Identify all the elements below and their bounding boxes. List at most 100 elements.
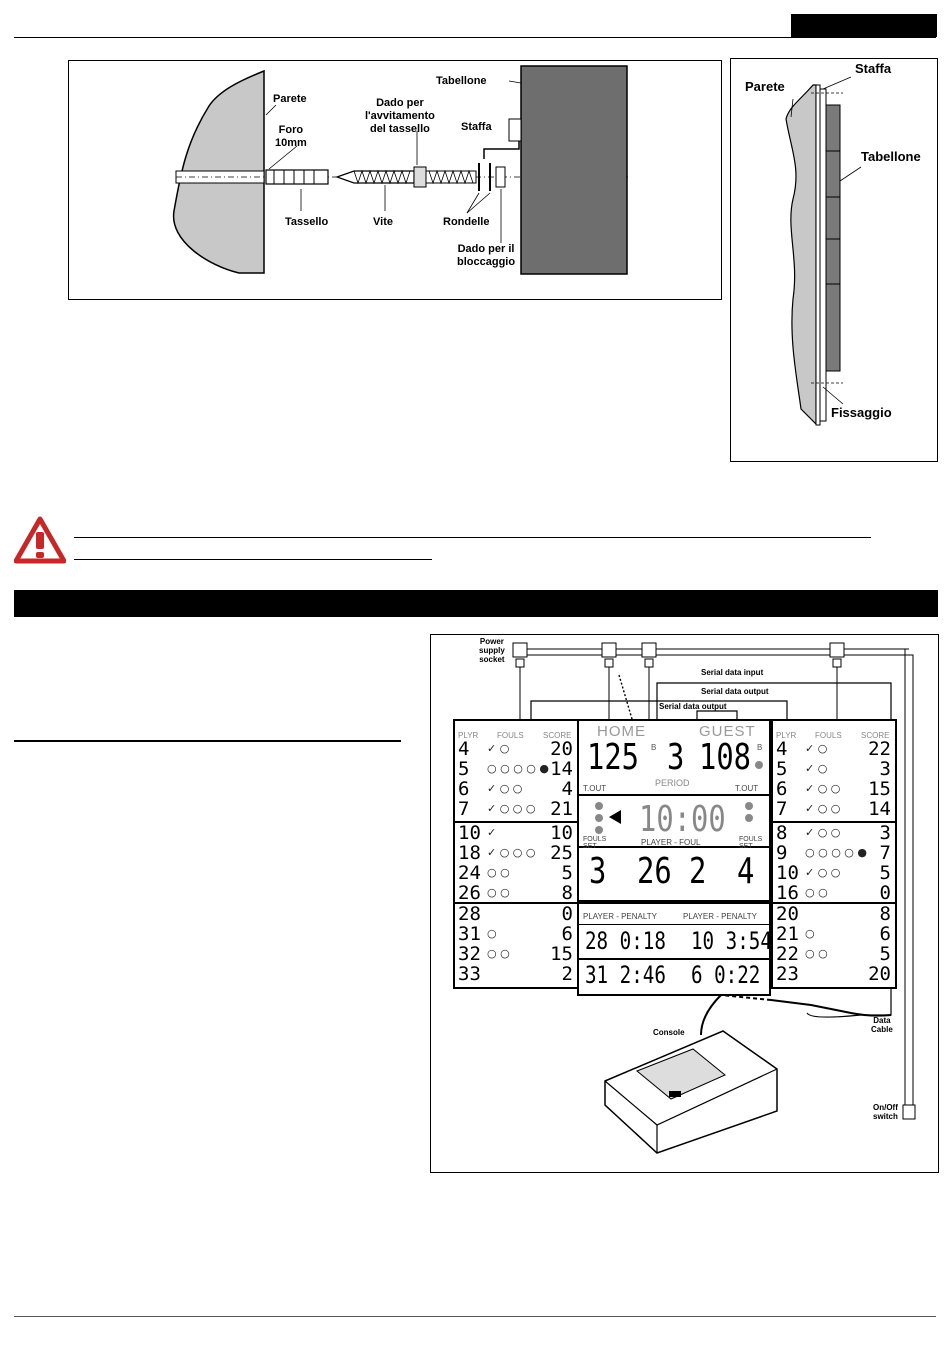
home-player-fouls: ○ ○ bbox=[487, 866, 510, 879]
home-player-row: 33 2 bbox=[455, 964, 577, 984]
guest-player-score: 0 bbox=[879, 882, 891, 904]
score-panel: HOME GUEST 125 B 3 108 B PERIOD bbox=[577, 719, 771, 798]
serial-input-label: Serial data input bbox=[701, 668, 764, 677]
serial-output-label-2: Serial data output bbox=[659, 702, 727, 711]
home-player-number: 4 bbox=[458, 738, 470, 760]
side-view-drawing bbox=[785, 76, 862, 426]
guest-player-number: 9 bbox=[776, 842, 788, 864]
home-player-score: 10 bbox=[550, 822, 573, 844]
guest-player-score: 14 bbox=[868, 798, 891, 820]
home-player-score: 2 bbox=[561, 963, 573, 985]
guest-player-fouls: ✓ ○ ○ bbox=[805, 866, 841, 879]
penalty-1-right: 10 3:54 bbox=[691, 927, 772, 955]
fouls-panel: FOULS SET FOULS SET PLAYER - FOUL 3 26 2… bbox=[577, 836, 771, 902]
side-label-parete: Parete bbox=[745, 79, 785, 94]
penalty-label-left: PLAYER - PENALTY bbox=[583, 912, 657, 921]
side-board bbox=[825, 104, 841, 372]
footer-rule bbox=[14, 1316, 936, 1317]
game-time: 10:00 bbox=[639, 799, 726, 840]
guest-player-fouls: ✓ ○ bbox=[805, 762, 828, 775]
guest-player-number: 21 bbox=[776, 923, 799, 945]
tout-right-lamp-2 bbox=[745, 814, 753, 822]
guest-player-number: 10 bbox=[776, 862, 799, 884]
guest-player-number: 7 bbox=[776, 798, 788, 820]
penalty-label-right: PLAYER - PENALTY bbox=[683, 912, 757, 921]
label-parete: Parete bbox=[273, 93, 307, 105]
home-player-number: 6 bbox=[458, 778, 470, 800]
home-player-number: 28 bbox=[458, 903, 481, 925]
guest-player-score: 20 bbox=[868, 963, 891, 985]
guest-player-score: 5 bbox=[879, 943, 891, 965]
guest-score: 108 bbox=[699, 737, 752, 778]
guest-label: GUEST bbox=[699, 723, 756, 740]
home-player-score: 5 bbox=[561, 862, 573, 884]
home-col-plyr: PLYR bbox=[458, 731, 479, 740]
guest-player-number: 23 bbox=[776, 963, 799, 985]
guest-player-row: 9○ ○ ○ ○ ●7 bbox=[773, 843, 895, 863]
guest-col-fouls: FOULS bbox=[815, 731, 842, 740]
figure-side-view: Staffa Parete Tabellone Fissaggio bbox=[730, 58, 938, 462]
home-player-fouls: ✓ ○ ○ ○ bbox=[487, 846, 536, 859]
guest-player-number: 20 bbox=[776, 903, 799, 925]
guest-player-row: 22○ ○5 bbox=[773, 944, 895, 964]
home-player-row: 31○6 bbox=[455, 924, 577, 944]
tout-right-lamp-1 bbox=[745, 802, 753, 810]
socket-2 bbox=[601, 642, 617, 658]
guest-player-number: 5 bbox=[776, 758, 788, 780]
home-player-row: 32○ ○15 bbox=[455, 944, 577, 964]
board-hook bbox=[508, 118, 522, 142]
home-player-number: 24 bbox=[458, 862, 481, 884]
home-player-row: 26○ ○8 bbox=[455, 883, 577, 903]
penalty-1-left: 28 0:18 bbox=[585, 927, 666, 955]
guest-player-row: 7✓ ○ ○14 bbox=[773, 799, 895, 819]
lock-nut bbox=[495, 166, 506, 188]
warning-icon bbox=[14, 516, 66, 564]
side-label-staffa: Staffa bbox=[855, 61, 892, 76]
side-bracket-bar bbox=[815, 84, 821, 426]
home-player-fouls: ✓ ○ ○ ○ bbox=[487, 802, 536, 815]
guest-player-score: 5 bbox=[879, 862, 891, 884]
side-wall-shape bbox=[785, 84, 817, 426]
guest-player-fouls: ○ ○ bbox=[805, 947, 828, 960]
possession-arrow-icon bbox=[609, 810, 621, 824]
home-player-score: 0 bbox=[561, 903, 573, 925]
label-tabellone: Tabellone bbox=[436, 75, 487, 87]
label-rondelle: Rondelle bbox=[443, 216, 490, 228]
team-fouls-home: 3 bbox=[589, 851, 607, 892]
penalty-panel: PLAYER - PENALTY PLAYER - PENALTY 28 0:1… bbox=[577, 902, 772, 996]
label-staffa: Staffa bbox=[461, 121, 492, 133]
label-foro: Foro 10mm bbox=[275, 124, 307, 149]
label-dado-avvitamento: Dado per l'avvitamento del tassello bbox=[365, 97, 435, 135]
data-cable-label: Data Cable bbox=[871, 1016, 893, 1034]
guest-player-fouls: ✓ ○ ○ bbox=[805, 782, 841, 795]
figure-wall-anchor: Parete Foro 10mm Dado per l'avvitamento … bbox=[68, 60, 722, 300]
guest-col-plyr: PLYR bbox=[776, 731, 797, 740]
section-header-bar bbox=[14, 590, 938, 617]
home-player-number: 33 bbox=[458, 963, 481, 985]
onoff-switch-label: On/Off switch bbox=[873, 1103, 898, 1121]
figure-scoreboard-wiring: Power supply socket Serial data input Se… bbox=[430, 634, 939, 1173]
home-player-fouls: ✓ bbox=[487, 826, 497, 839]
tout-right-label: T.OUT bbox=[735, 784, 759, 793]
fouls-set-right-label: FOULS SET bbox=[739, 836, 763, 850]
home-player-number: 5 bbox=[458, 758, 470, 780]
side-label-fissaggio: Fissaggio bbox=[831, 405, 892, 420]
period-value: 3 bbox=[667, 737, 685, 778]
fouls-set-left-label: FOULS SET bbox=[583, 836, 607, 850]
header-rule bbox=[14, 37, 936, 38]
guest-player-row: 10 ✓ ○ ○ 5 bbox=[773, 863, 895, 883]
warning-text-line-1 bbox=[74, 537, 871, 538]
home-player-row: 18✓ ○ ○ ○25 bbox=[455, 843, 577, 863]
home-col-fouls: FOULS bbox=[497, 731, 524, 740]
label-tassello: Tassello bbox=[285, 216, 329, 228]
home-player-score: 4 bbox=[561, 778, 573, 800]
console-body bbox=[604, 1030, 778, 1154]
guest-player-fouls: ✓ ○ bbox=[805, 742, 828, 755]
guest-player-row: 5✓ ○3 bbox=[773, 759, 895, 779]
guest-player-row: 23 20 bbox=[773, 964, 895, 984]
guest-player-score: 15 bbox=[868, 778, 891, 800]
home-bonus: B bbox=[651, 743, 657, 752]
guest-player-score: 22 bbox=[868, 738, 891, 760]
onoff-switch-shape bbox=[902, 1104, 916, 1120]
home-player-row: 5○ ○ ○ ○ ●14 bbox=[455, 759, 577, 779]
